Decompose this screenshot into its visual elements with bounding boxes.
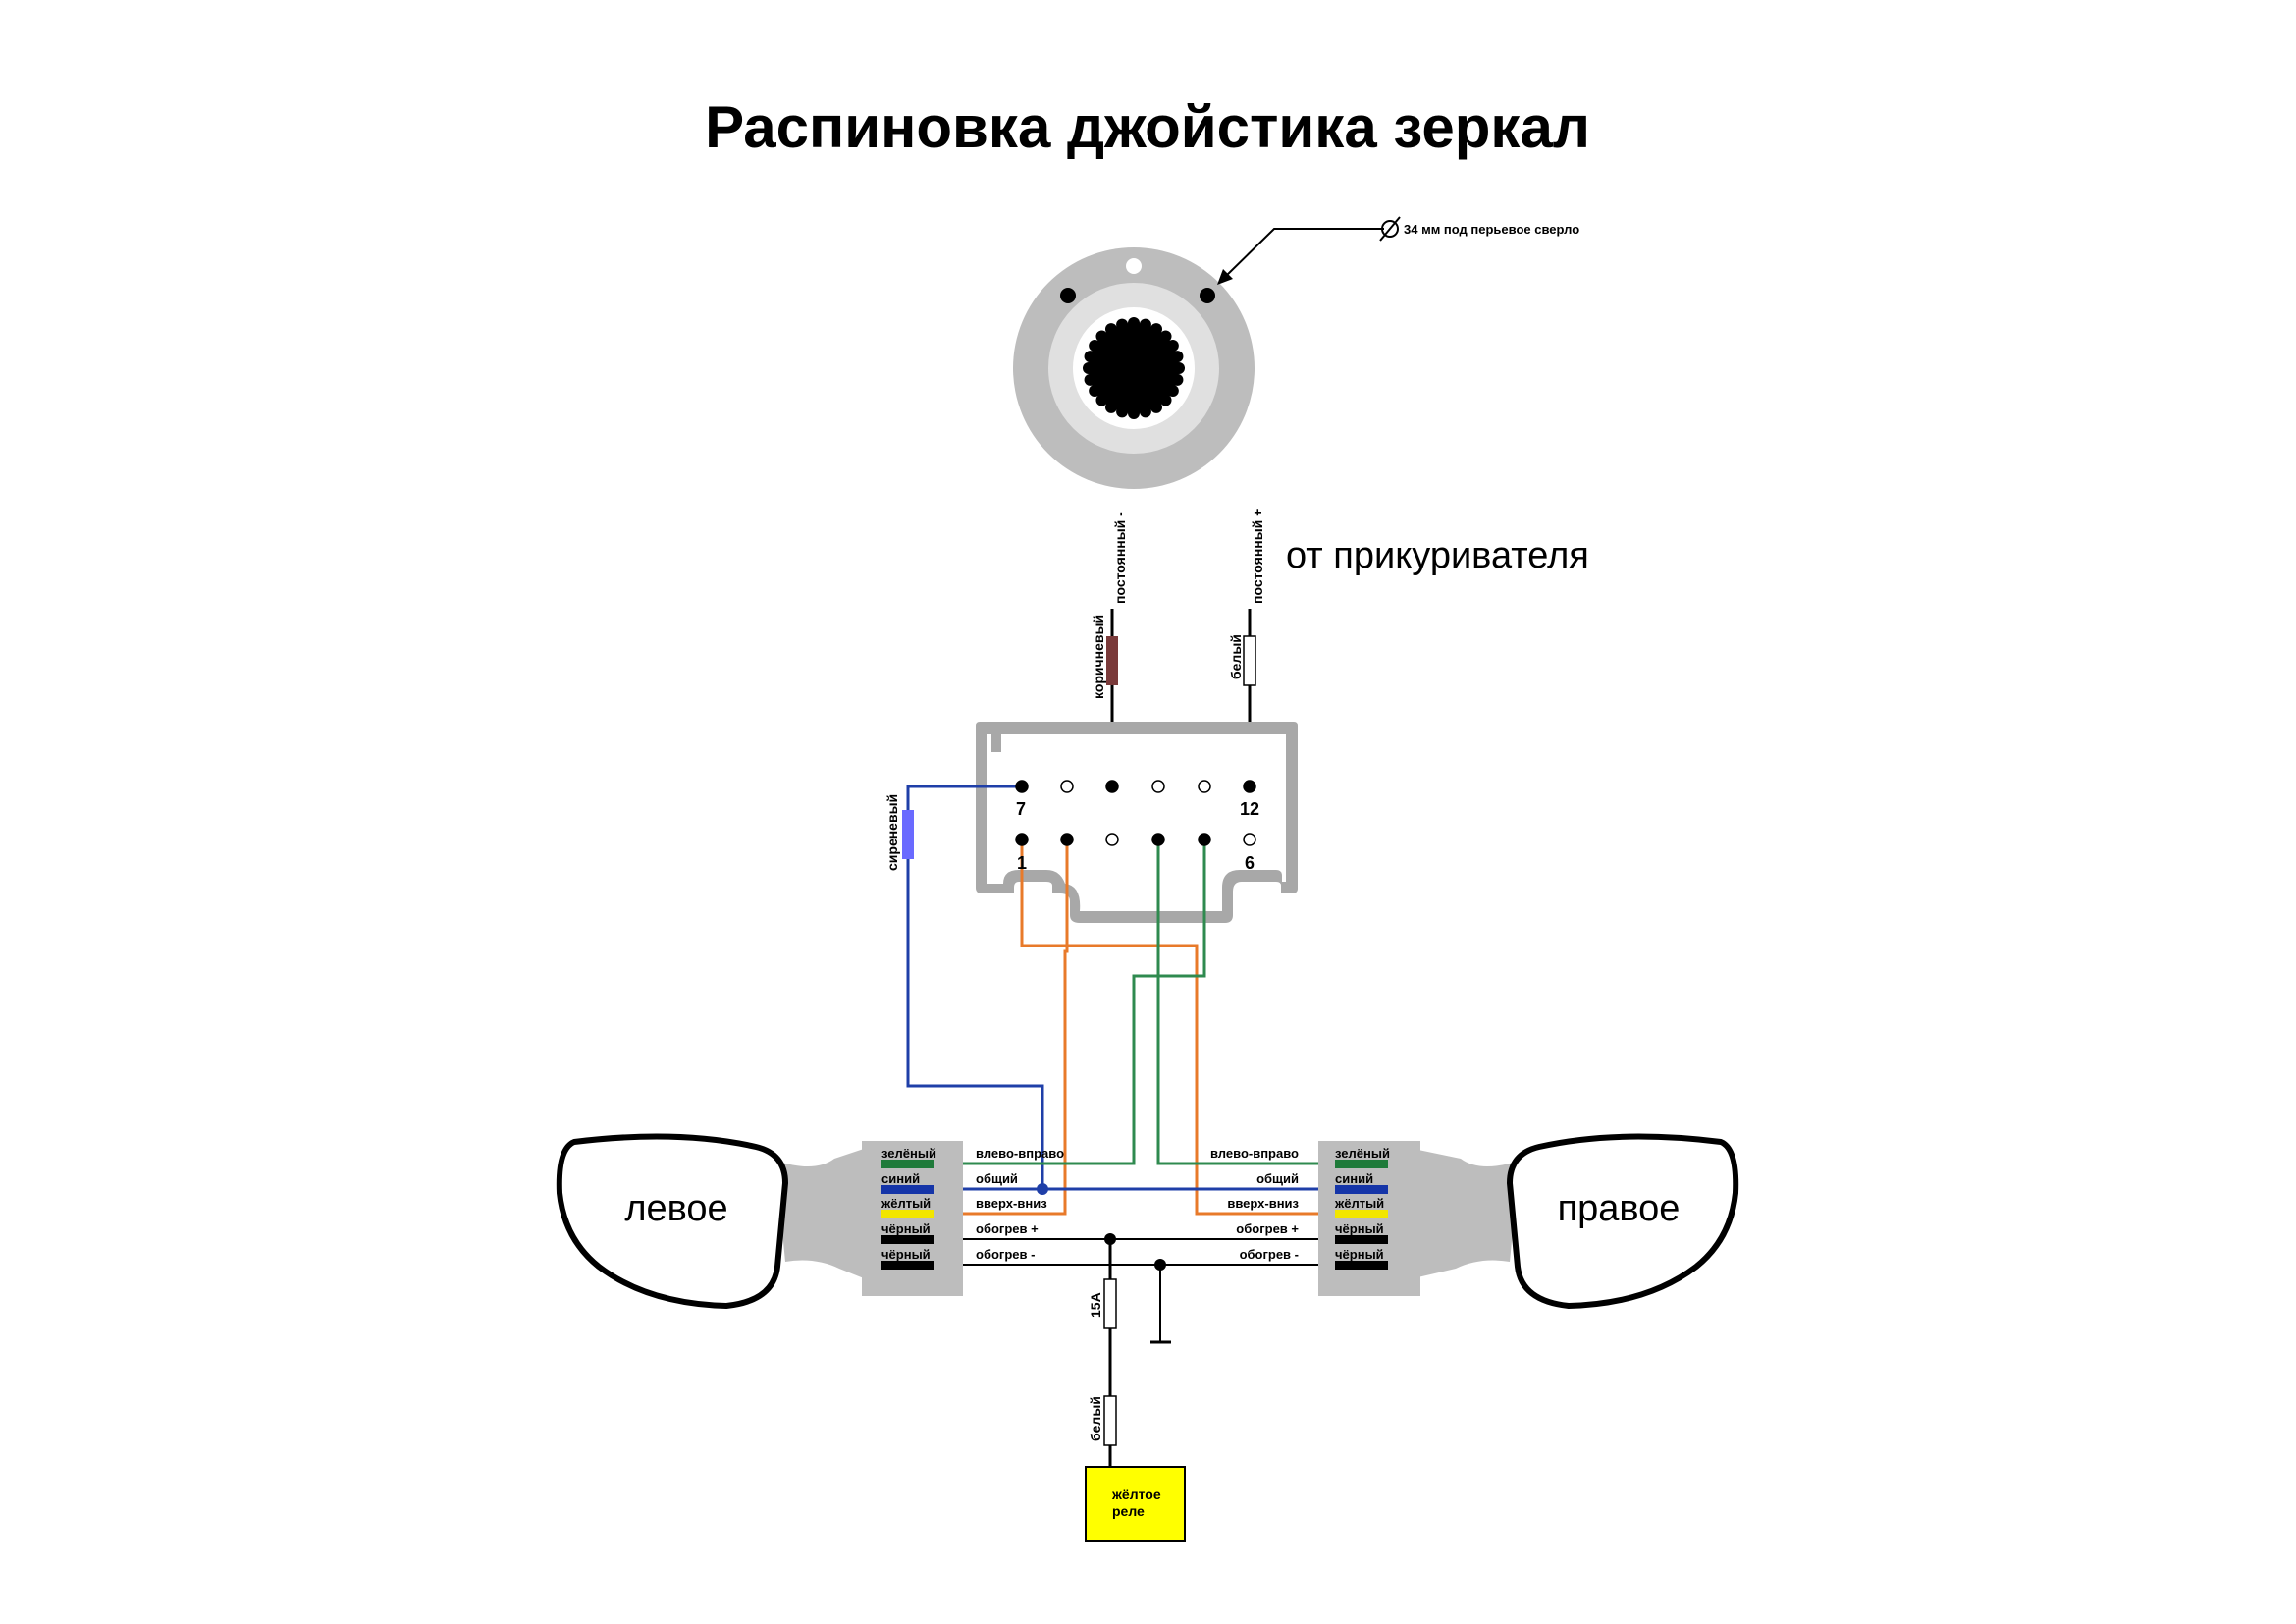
pin-7-label: 7 xyxy=(1016,799,1026,819)
harness-wires: сиреневый 15A белый xyxy=(884,785,1342,1468)
pin-top-12 xyxy=(1243,780,1256,793)
right-harness-swatch xyxy=(1335,1210,1388,1218)
relay-wire-sleeve xyxy=(1103,1395,1117,1446)
pin-1-label: 1 xyxy=(1017,853,1027,873)
relay-wire-label: белый xyxy=(1088,1396,1103,1441)
right-harness-function: общий xyxy=(1256,1171,1299,1186)
yellow-relay xyxy=(1085,1466,1186,1542)
arrow-head-icon xyxy=(1217,269,1233,285)
left-harness-color-name: жёлтый xyxy=(881,1196,931,1211)
drill-annotation: 34 мм под перьевое сверло xyxy=(1217,216,1579,285)
right-harness-swatch xyxy=(1335,1261,1388,1270)
pin-bottom-1 xyxy=(1015,833,1029,846)
right-harness-color-name: синий xyxy=(1335,1171,1373,1186)
right-harness-color-name: чёрный xyxy=(1335,1221,1384,1236)
right-mirror-label: правое xyxy=(1558,1188,1681,1229)
left-harness-color-name: чёрный xyxy=(881,1247,931,1262)
pin-bottom-6 xyxy=(1243,833,1256,846)
mount-screw xyxy=(1060,288,1076,303)
right-harness-swatch xyxy=(1335,1185,1388,1194)
pin-bottom-3 xyxy=(1105,833,1119,846)
joystick-knob xyxy=(1013,247,1255,489)
left-harness-color-name: чёрный xyxy=(881,1221,931,1236)
from-lighter-label: от прикуривателя xyxy=(1286,535,1589,576)
left-harness-function: общий xyxy=(976,1171,1018,1186)
left-harness-function: обогрев + xyxy=(976,1221,1039,1236)
left-harness-swatch xyxy=(881,1160,934,1168)
left-harness-function: влево-вправо xyxy=(976,1146,1064,1161)
left-harness-swatch xyxy=(881,1210,934,1218)
pin-top-11 xyxy=(1198,780,1211,793)
pin-bottom-2 xyxy=(1060,833,1074,846)
left-harness-swatch xyxy=(881,1261,934,1270)
right-harness-color-name: зелёный xyxy=(1335,1146,1390,1161)
lilac-wire-sleeve xyxy=(902,810,914,859)
left-mirror-label: левое xyxy=(624,1188,727,1229)
page-title: Распиновка джойстика зеркал xyxy=(705,94,1590,160)
drill-note: 34 мм под перьевое сверло xyxy=(1404,222,1579,237)
constant-minus-label: постоянный - xyxy=(1112,512,1128,604)
brown-wire-sleeve xyxy=(1106,636,1118,685)
white-wire-label: белый xyxy=(1228,634,1244,679)
right-mirror: правое xyxy=(1414,1133,1739,1310)
left-harness-color-name: зелёный xyxy=(881,1146,936,1161)
power-wires: постоянный - коричневый постоянный + бел… xyxy=(1091,509,1265,785)
left-harness-color-name: синий xyxy=(881,1171,920,1186)
pin-12-label: 12 xyxy=(1240,799,1259,819)
white-wire-sleeve xyxy=(1243,635,1256,686)
pin-top-10 xyxy=(1151,780,1165,793)
connector-pins xyxy=(1015,780,1256,846)
left-mirror: левое xyxy=(556,1133,864,1310)
left-harness-swatch xyxy=(881,1235,934,1244)
fuse-15a xyxy=(1103,1278,1117,1329)
knob-cap-icon xyxy=(1083,317,1185,419)
right-harness-swatch xyxy=(1335,1160,1388,1168)
fuse-label: 15A xyxy=(1088,1292,1103,1318)
pin-bottom-4 xyxy=(1151,833,1165,846)
right-harness-swatch xyxy=(1335,1235,1388,1244)
diameter-icon xyxy=(1379,216,1401,242)
left-harness-swatch xyxy=(881,1185,934,1194)
constant-plus-label: постоянный + xyxy=(1250,509,1265,604)
right-harness-function: влево-вправо xyxy=(1210,1146,1299,1161)
pin-bottom-5 xyxy=(1198,833,1211,846)
right-harness-color-name: жёлтый xyxy=(1334,1196,1384,1211)
right-harness-function: обогрев + xyxy=(1236,1221,1299,1236)
lilac-wire-label: сиреневый xyxy=(884,794,900,871)
right-harness-color-name: чёрный xyxy=(1335,1247,1384,1262)
pin-top-8 xyxy=(1060,780,1074,793)
right-harness-function: обогрев - xyxy=(1240,1247,1299,1262)
joystick-connector xyxy=(976,722,1298,923)
left-harness-function: обогрев - xyxy=(976,1247,1035,1262)
mount-hole xyxy=(1126,258,1142,274)
pin-top-7 xyxy=(1015,780,1029,793)
pin-top-9 xyxy=(1105,780,1119,793)
blue-junction xyxy=(1037,1183,1048,1195)
left-harness-function: вверх-вниз xyxy=(976,1196,1047,1211)
right-harness-function: вверх-вниз xyxy=(1227,1196,1299,1211)
pin-6-label: 6 xyxy=(1245,853,1255,873)
brown-wire-label: коричневый xyxy=(1091,615,1106,699)
mount-screw xyxy=(1200,288,1215,303)
